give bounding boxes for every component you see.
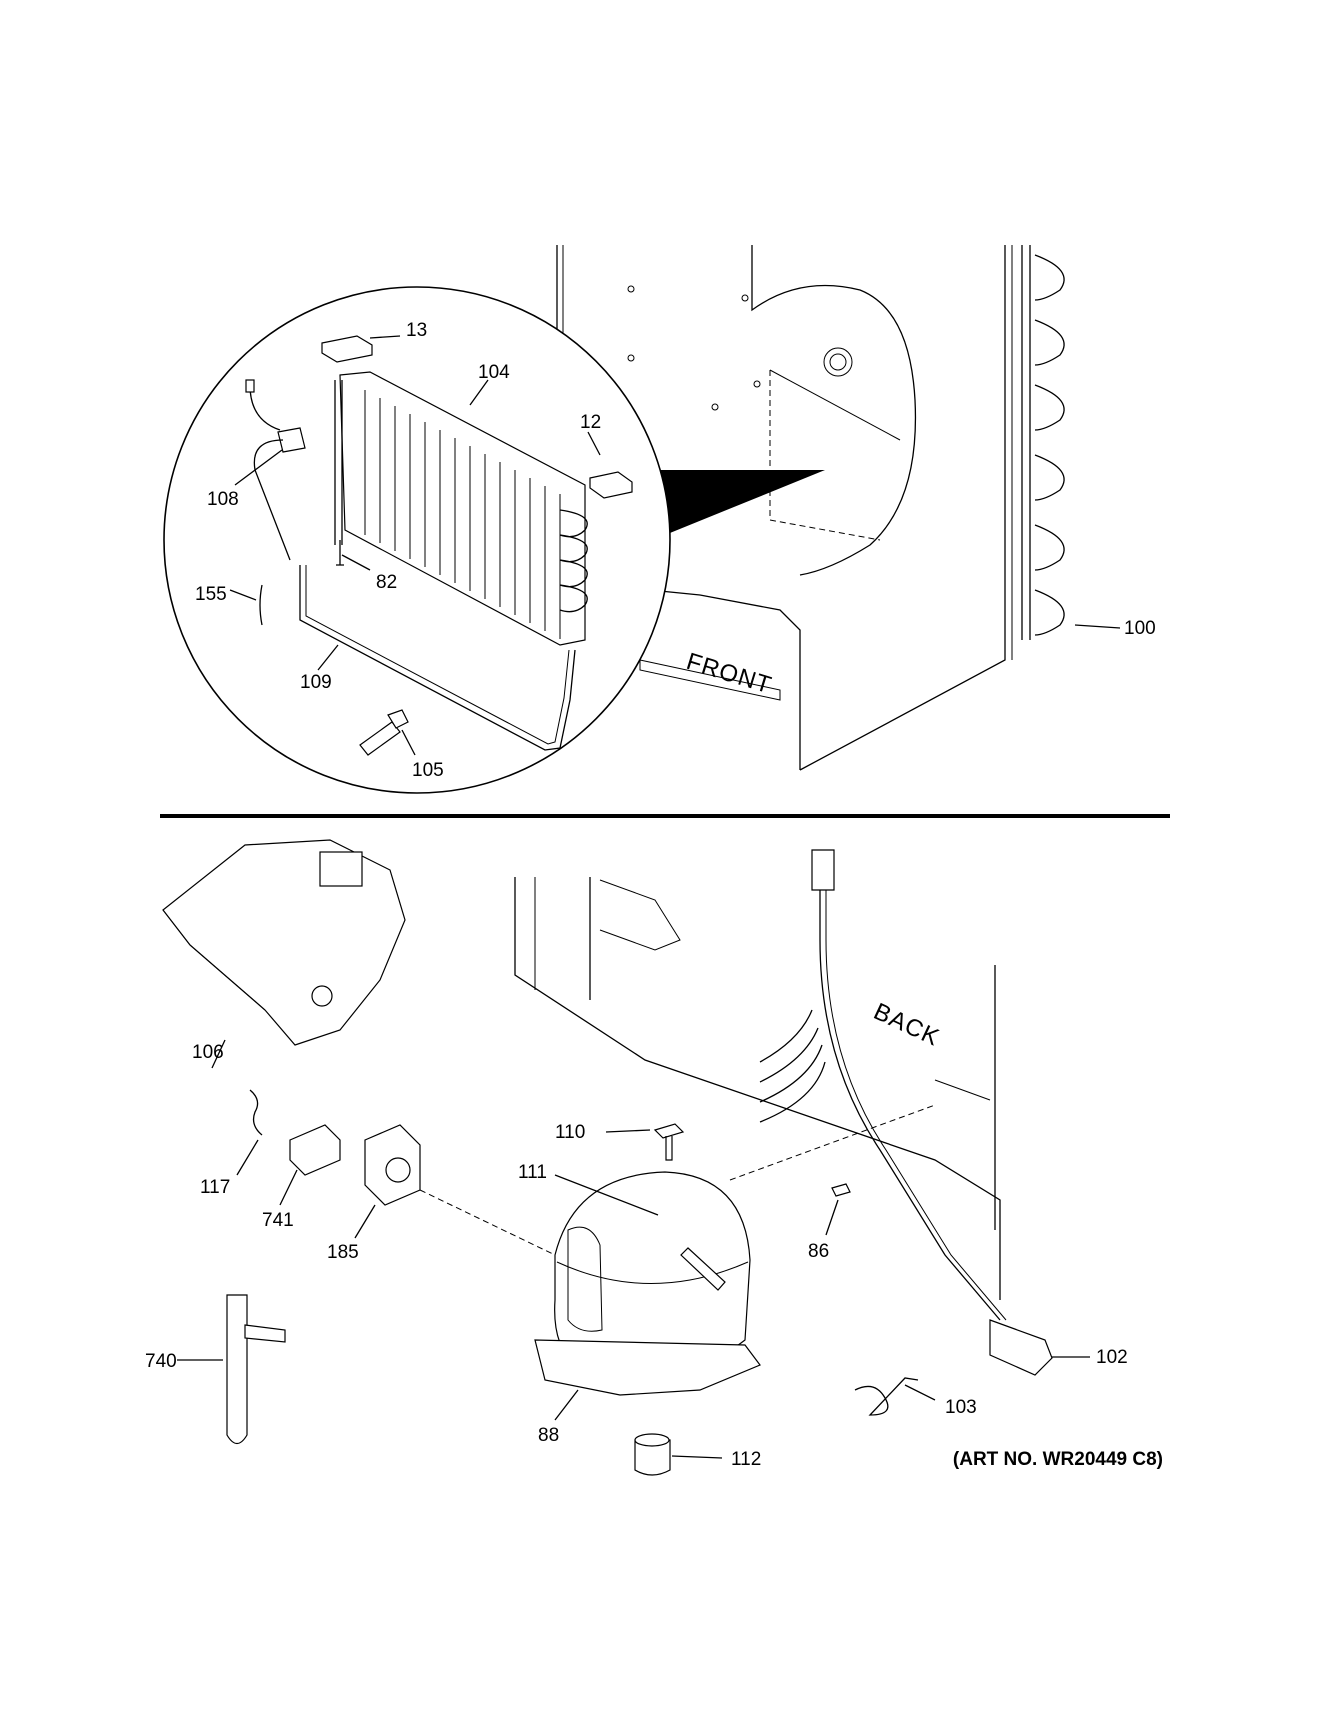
callout-103: 103: [945, 1397, 977, 1418]
callout-104: 104: [478, 362, 510, 383]
callout-110: 110: [555, 1122, 585, 1143]
callout-117: 117: [200, 1177, 230, 1198]
callout-13: 13: [406, 320, 427, 341]
callout-88: 88: [538, 1425, 559, 1446]
art-number: (ART NO. WR20449 C8): [953, 1449, 1163, 1470]
callout-111: 111: [518, 1162, 547, 1183]
relay-part-741: [289, 1124, 341, 1176]
clip-part-155: [259, 584, 263, 626]
condenser-coil-part-100: [1021, 245, 1065, 640]
callout-numbers: 13 104 12 108 82 155 109 105 100 106 117…: [145, 320, 1156, 1470]
thermistor-part-82: [336, 540, 344, 566]
fitting-part-105: [359, 709, 409, 756]
grommet-part-112: [634, 1433, 671, 1476]
wire-part-117: [249, 1089, 263, 1136]
callout-106: 106: [192, 1042, 224, 1063]
callout-12: 12: [580, 412, 601, 433]
callout-102: 102: [1096, 1347, 1128, 1368]
callout-100: 100: [1124, 618, 1156, 639]
screw-part-86: [831, 1183, 851, 1197]
callout-109: 109: [300, 672, 332, 693]
clip-part-103: [854, 1377, 919, 1416]
drier-part-740: [226, 1294, 286, 1445]
callout-112: 112: [731, 1449, 761, 1470]
callout-740: 740: [145, 1351, 177, 1372]
callout-185: 185: [327, 1242, 359, 1263]
compressor-part-88: [534, 1171, 761, 1396]
callout-741: 741: [262, 1210, 294, 1231]
back-label: BACK: [869, 998, 943, 1052]
drain-tube-part-109: [299, 565, 576, 751]
pad-part-12: [589, 471, 633, 499]
leader-lines: [177, 335, 1121, 1459]
callout-86: 86: [808, 1241, 829, 1262]
callout-82: 82: [376, 572, 397, 593]
evaporator-part-104: [334, 371, 588, 646]
callout-155: 155: [195, 584, 227, 605]
overload-part-185: [364, 1124, 421, 1206]
power-cord-part-102: [759, 849, 1053, 1376]
callout-108: 108: [207, 489, 239, 510]
pad-part-13: [321, 335, 373, 363]
callout-105: 105: [412, 760, 444, 781]
screw-part-110: [653, 1123, 685, 1161]
cabinet-back-drawing: [514, 877, 1001, 1300]
front-label: FRONT: [683, 648, 775, 699]
zoom-pointer: [650, 470, 825, 535]
ice-maker-part-106: [162, 839, 406, 1046]
